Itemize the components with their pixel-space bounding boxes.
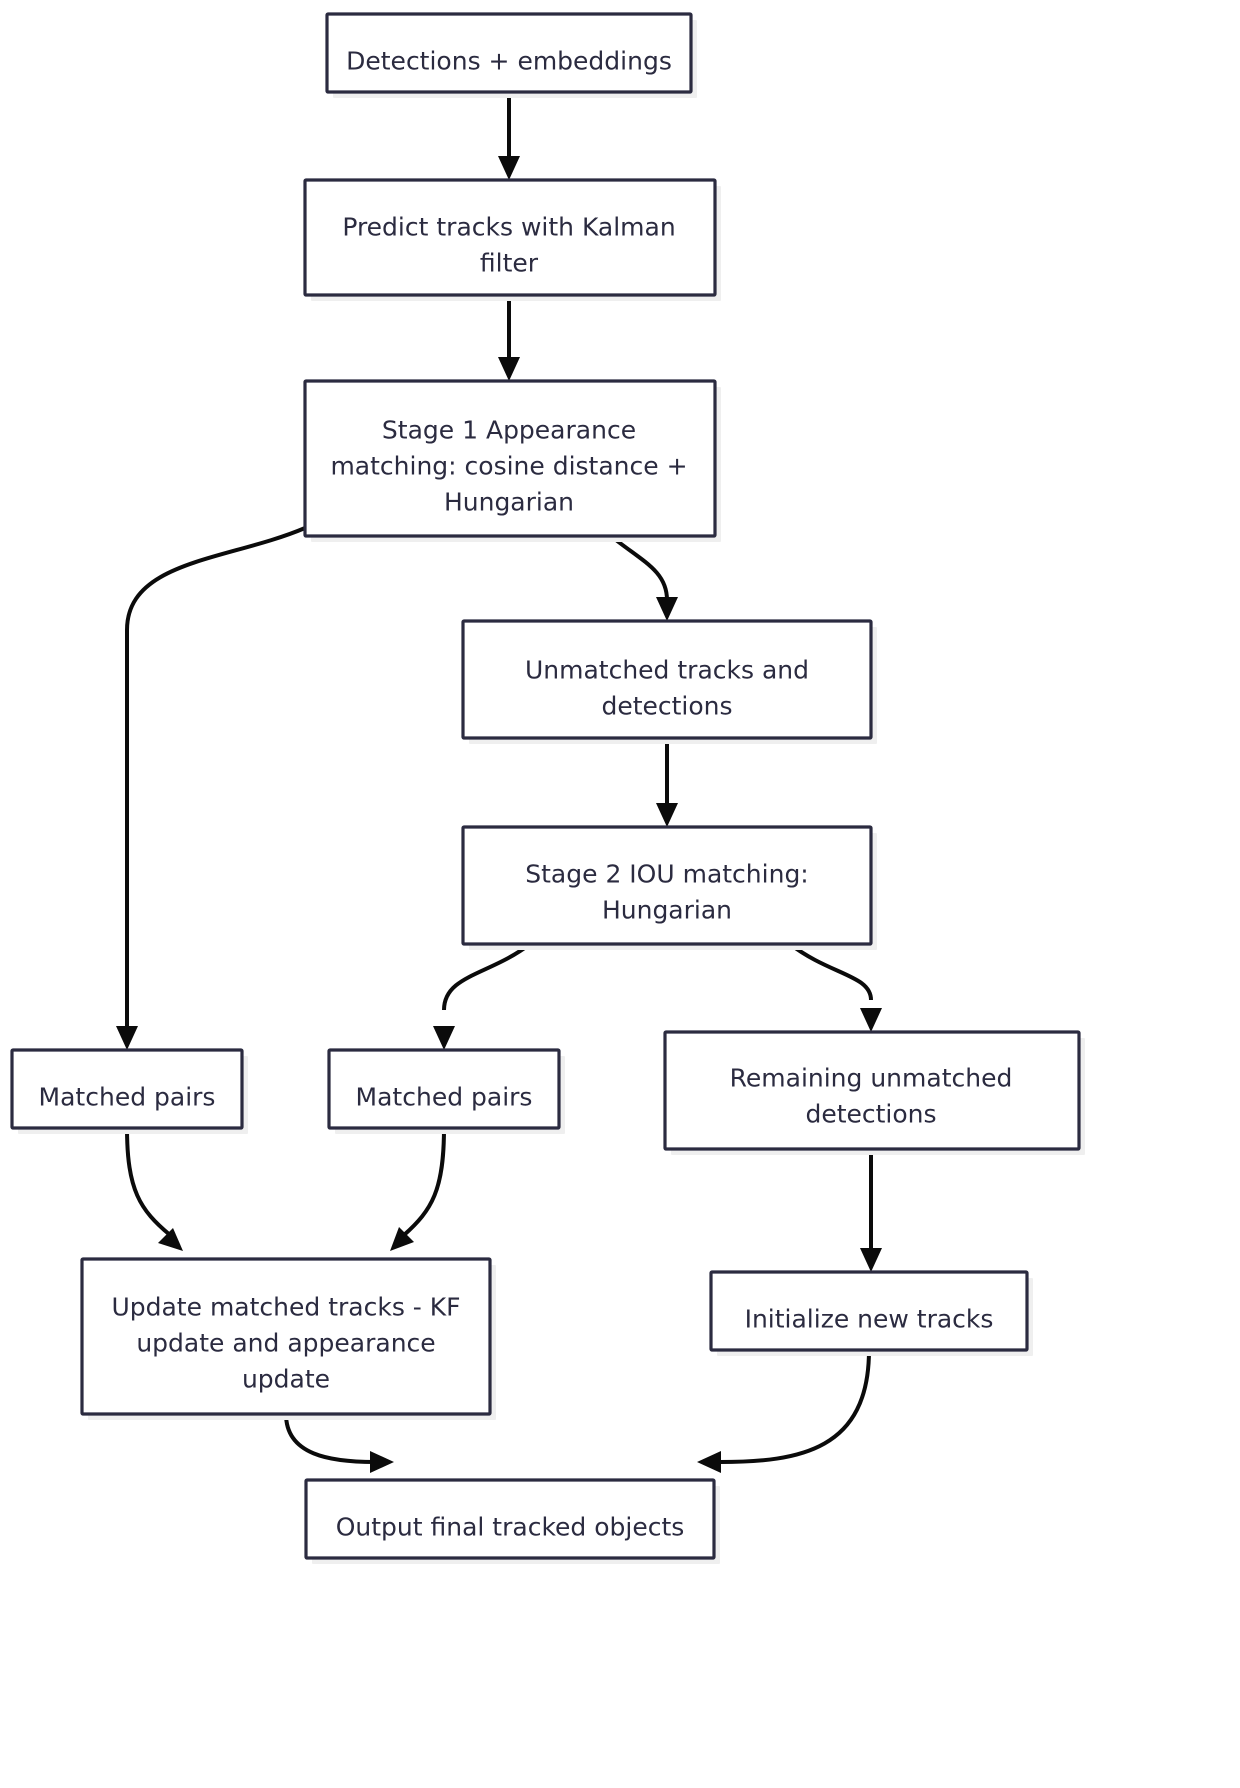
node-output-final-tracked-objects-label: Output final tracked objects — [336, 1513, 685, 1542]
edge-unmatched-to-stage2 — [656, 738, 678, 827]
node-update-matched-tracks-label-line-1: Update matched tracks - KF — [111, 1293, 460, 1322]
node-unmatched-label-line-1: Unmatched tracks and — [525, 656, 809, 685]
node-remaining-unmatched-label-line-2: detections — [805, 1100, 936, 1129]
edge-stage2-to-matched2 — [433, 942, 532, 1050]
node-update-matched-tracks-label-line-2: update and appearance — [136, 1329, 435, 1358]
node-predict[interactable]: Predict tracks with Kalman filter — [303, 178, 721, 301]
edge-remaining-to-initialize — [860, 1149, 882, 1272]
node-detections-label: Detections + embeddings — [346, 47, 672, 76]
edge-stage1-to-matched1 — [116, 526, 306, 1050]
node-unmatched[interactable]: Unmatched tracks and detections — [461, 619, 877, 744]
edge-stage1-to-unmatched — [609, 534, 678, 621]
node-initialize-new-tracks[interactable]: Initialize new tracks — [709, 1270, 1033, 1356]
node-matched-pairs-left[interactable]: Matched pairs — [10, 1048, 248, 1134]
node-stage2[interactable]: Stage 2 IOU matching: Hungarian — [461, 825, 877, 950]
node-output-final-tracked-objects[interactable]: Output final tracked objects — [304, 1478, 720, 1564]
node-remaining-unmatched-label-line-1: Remaining unmatched — [730, 1064, 1013, 1093]
node-remaining-unmatched[interactable]: Remaining unmatched detections — [663, 1030, 1085, 1155]
node-stage1-label-line-2: matching: cosine distance + — [330, 452, 687, 481]
node-matched-pairs-middle-label: Matched pairs — [356, 1083, 533, 1112]
node-update-matched-tracks-label-line-3: update — [242, 1365, 330, 1394]
node-stage2-label-line-2: Hungarian — [602, 896, 732, 925]
edge-detections-to-predict — [498, 92, 520, 180]
node-initialize-new-tracks-label: Initialize new tracks — [745, 1305, 994, 1334]
node-detections[interactable]: Detections + embeddings — [325, 12, 697, 98]
edge-initialize-to-output — [697, 1349, 871, 1473]
edge-matched1-to-update — [125, 1127, 183, 1251]
node-stage2-label-line-1: Stage 2 IOU matching: — [525, 860, 808, 889]
edge-matched2-to-update — [390, 1127, 446, 1251]
node-update-matched-tracks[interactable]: Update matched tracks - KF update and ap… — [80, 1257, 496, 1420]
node-predict-label-line-2: filter — [480, 249, 539, 278]
node-stage1-label-line-1: Stage 1 Appearance — [382, 416, 636, 445]
node-matched-pairs-left-label: Matched pairs — [39, 1083, 216, 1112]
edge-predict-to-stage1 — [498, 295, 520, 381]
node-stage1-label-line-3: Hungarian — [444, 488, 574, 517]
node-stage1[interactable]: Stage 1 Appearance matching: cosine dist… — [303, 379, 721, 542]
node-predict-label-line-1: Predict tracks with Kalman — [342, 213, 675, 242]
node-matched-pairs-middle[interactable]: Matched pairs — [327, 1048, 565, 1134]
edge-stage2-to-remaining — [788, 942, 882, 1032]
edge-update-to-output — [284, 1413, 394, 1473]
node-unmatched-label-line-2: detections — [601, 692, 732, 721]
edge-layer — [116, 92, 882, 1473]
